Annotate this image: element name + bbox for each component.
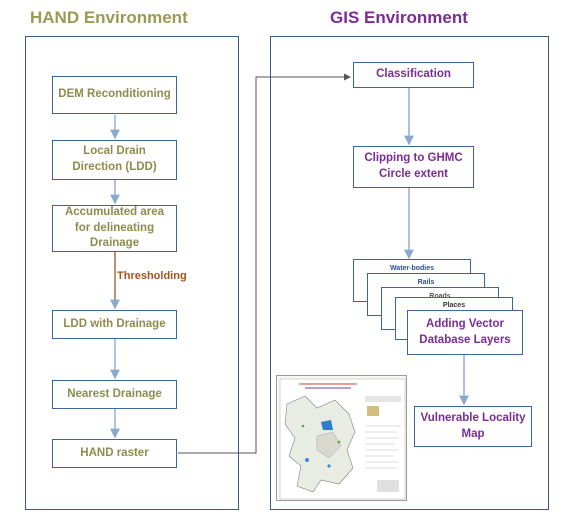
layer-places-label: Places [442, 302, 466, 309]
map-thumbnail [276, 375, 407, 501]
vulnerable-locality-map-box: Vulnerable Locality Map [414, 406, 532, 447]
accumulated-area-box: Accumulated area for delineating Drainag… [52, 205, 177, 252]
clipping-box: Clipping to GHMC Circle extent [353, 146, 474, 188]
layer-water-bodies-label: Water-bodies [389, 265, 435, 272]
local-drain-direction-box: Local Drain Direction (LDD) [52, 140, 177, 180]
gis-environment-heading: GIS Environment [330, 8, 468, 27]
adding-vector-layers-box: Adding Vector Database Layers [407, 310, 523, 355]
hand-raster-box: HAND raster [52, 439, 177, 468]
classification-box: Classification [353, 62, 474, 88]
arrow-hand-to-classification [178, 73, 351, 454]
nearest-drainage-box: Nearest Drainage [52, 380, 177, 409]
layer-roads-label: Roads [429, 292, 450, 301]
hand-environment-heading: HAND Environment [30, 8, 188, 27]
hand-environment-panel [25, 36, 239, 510]
map-thumbnail-graphic [279, 378, 406, 500]
dem-reconditioning-box: DEM Reconditioning [52, 76, 177, 114]
gis-environment-panel [270, 36, 549, 510]
thresholding-label: Thresholding [117, 270, 187, 282]
layer-rails-label: Rails [417, 279, 435, 286]
ldd-with-drainage-box: LDD with Drainage [52, 310, 177, 339]
